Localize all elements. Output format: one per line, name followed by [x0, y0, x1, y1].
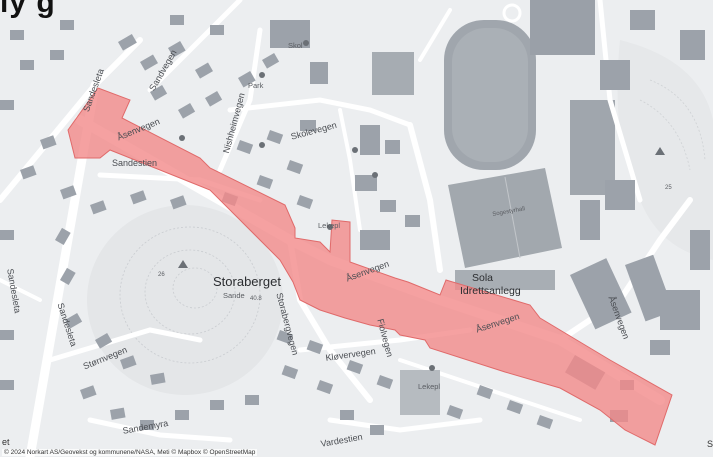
buildings — [0, 10, 710, 435]
label-elev-408: 40.8 — [250, 296, 262, 302]
right-hill-area — [617, 40, 713, 260]
label-corner-et: et — [2, 437, 10, 447]
park-icon — [259, 72, 265, 78]
title-fragment: ly g — [0, 0, 56, 19]
playground-icon — [352, 147, 358, 153]
label-sandestien: Sandestien — [112, 158, 158, 168]
label-lekepl-2: Lekepl — [418, 382, 441, 391]
label-elev-25: 25 — [665, 185, 672, 191]
label-idrettsanlegg: Idrettsanlegg — [460, 285, 521, 297]
label-sola: Sola — [472, 272, 494, 284]
storaberget-hill-area — [87, 205, 283, 395]
label-lekepl-1: Lekepl — [318, 221, 341, 230]
label-elev-26: 26 — [158, 272, 165, 278]
map-icons — [178, 40, 665, 371]
label-sande: Sande — [223, 291, 245, 300]
playground-icon — [259, 142, 265, 148]
sports-facilities — [372, 0, 615, 268]
playground-icon — [327, 224, 333, 230]
label-storaberget: Storaberget — [213, 274, 281, 289]
label-park: Park — [248, 81, 264, 90]
label-skol: Skol — [288, 41, 303, 50]
playground-icon — [179, 135, 185, 141]
playground-icon — [372, 172, 378, 178]
label-corner-s: S — [706, 439, 713, 449]
peak-icon — [655, 147, 665, 155]
highlighted-area — [67, 87, 673, 446]
map-attribution[interactable]: © 2024 Norkart AS/Geovekst og kommunene/… — [2, 449, 258, 456]
peak-icon — [178, 260, 188, 268]
playground-icon — [429, 365, 435, 371]
school-icon — [303, 40, 309, 46]
